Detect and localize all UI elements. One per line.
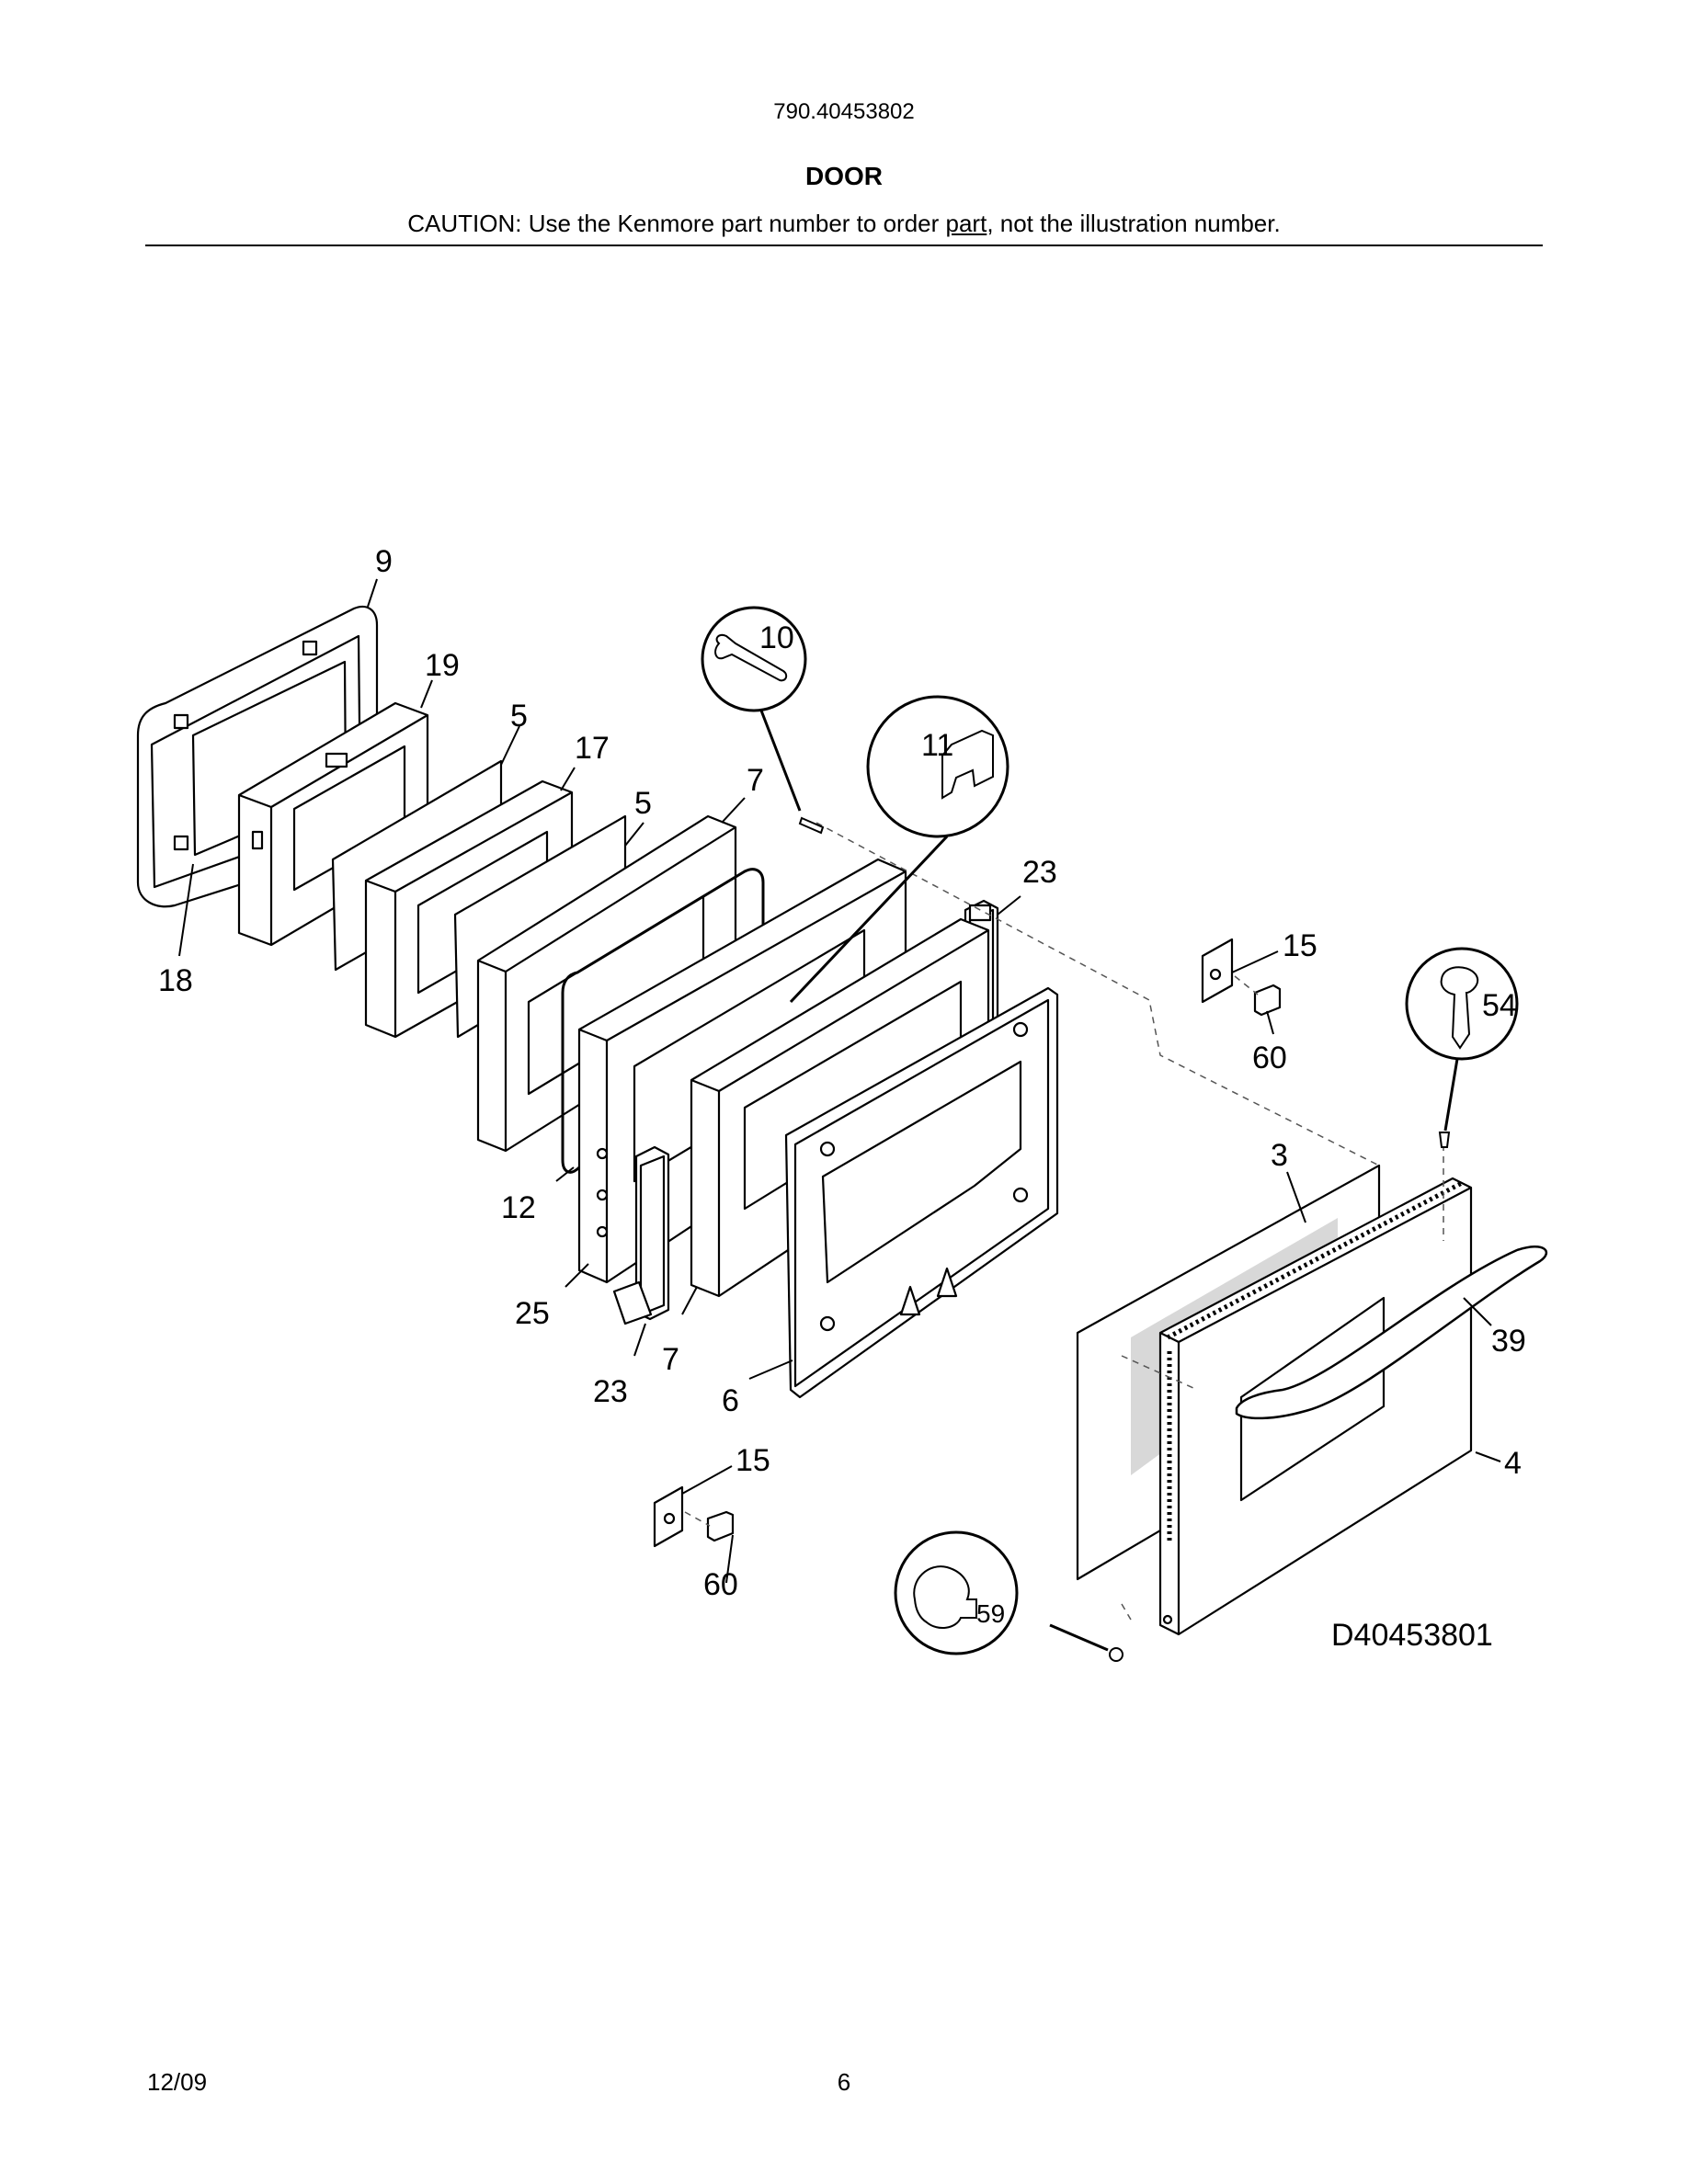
callout-5-b: 5 [634, 786, 652, 821]
screw-10-small [798, 816, 825, 835]
callout-60-lower: 60 [703, 1567, 738, 1602]
callout-19: 19 [425, 648, 460, 683]
part-60-pad-upper [1253, 984, 1282, 1017]
part-60-pad-lower [706, 1510, 735, 1542]
clip-11-icon [941, 729, 994, 800]
footer-date: 12/09 [147, 2068, 208, 2096]
plug-59-icon [913, 1565, 977, 1629]
callout-15-lower: 15 [736, 1443, 770, 1478]
screw-54-icon [1440, 966, 1479, 1050]
part-19-inner-frame [237, 701, 429, 947]
callout-54: 54 [1482, 988, 1517, 1023]
callout-23-right: 23 [1022, 855, 1057, 890]
callout-4: 4 [1504, 1446, 1522, 1481]
part-39-handle [1235, 1246, 1548, 1420]
screw-10-icon [714, 633, 788, 682]
callout-5-a: 5 [510, 699, 528, 734]
callout-39: 39 [1491, 1324, 1526, 1359]
callout-59: 59 [976, 1599, 1005, 1628]
screw-54-small [1438, 1132, 1451, 1148]
callout-7-b: 7 [662, 1342, 679, 1377]
section-title: DOOR [805, 162, 883, 190]
part-15-bracket-upper [1201, 938, 1234, 1004]
callout-6: 6 [722, 1383, 739, 1418]
plug-59-small [1109, 1647, 1123, 1662]
header-rule [145, 245, 1543, 246]
callout-25: 25 [515, 1296, 550, 1331]
callout-60-upper: 60 [1252, 1041, 1287, 1075]
drawing-code: D40453801 [1331, 1618, 1493, 1653]
caution-prefix: CAUTION: Use the Kenmore part number to … [407, 210, 946, 237]
callout-9: 9 [375, 544, 393, 579]
footer-page-number: 6 [837, 2068, 851, 2096]
callout-3: 3 [1271, 1138, 1288, 1173]
callout-23-left: 23 [593, 1374, 628, 1409]
callout-15-upper: 15 [1283, 928, 1317, 963]
assembly-lines [684, 822, 1444, 1621]
model-number: 790.40453802 [773, 99, 915, 124]
callout-10: 10 [759, 620, 794, 655]
leader-lines [178, 578, 1501, 1652]
part-6-door-frame [784, 986, 1059, 1399]
caution-suffix: , not the illustration number. [987, 210, 1281, 237]
part-23-hinge-left [612, 1145, 670, 1325]
caution-note: CAUTION: Use the Kenmore part number to … [0, 210, 1688, 238]
detail-circle-11 [866, 695, 1009, 838]
callout-7-a: 7 [747, 763, 764, 798]
caution-underlined: part [945, 210, 987, 237]
part-15-bracket-lower [653, 1485, 684, 1548]
callout-12: 12 [501, 1190, 536, 1225]
callout-11: 11 [921, 728, 953, 763]
callout-17: 17 [575, 731, 610, 766]
callout-18: 18 [158, 963, 193, 998]
